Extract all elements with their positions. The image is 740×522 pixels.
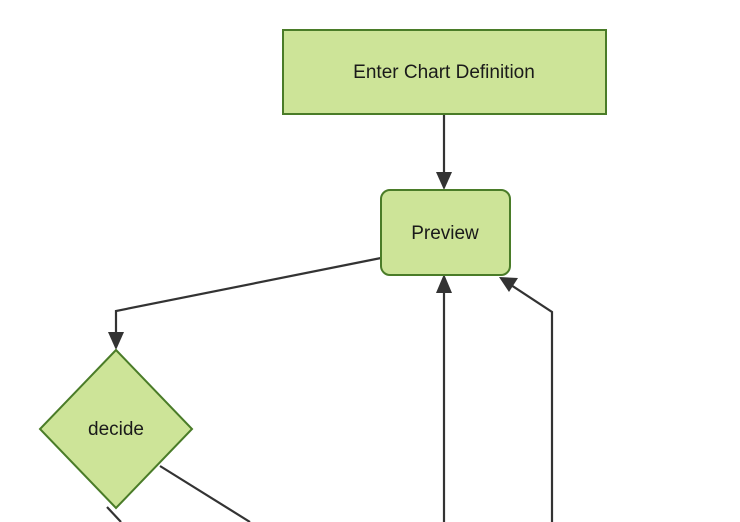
node-enter-chart-definition-shape: [282, 29, 607, 115]
node-enter-chart-definition-label: Enter Chart Definition: [353, 62, 535, 83]
edge-decide-to-bottom-right[interactable]: [159, 465, 251, 522]
edge-line: [114, 256, 382, 341]
arrow-head-icon: [108, 332, 124, 350]
edge-line: [507, 282, 554, 522]
node-decide[interactable]: decide: [38, 348, 194, 510]
node-layer: Enter Chart Definition Preview decide: [38, 29, 607, 510]
edge-decide-to-bottom-left[interactable]: [106, 506, 122, 522]
arrow-head-icon: [499, 277, 518, 292]
node-enter-chart-definition[interactable]: Enter Chart Definition: [282, 29, 607, 115]
arrow-head-icon: [436, 172, 452, 190]
edge-preview-to-decide[interactable]: [108, 256, 382, 350]
edge-enter-to-preview[interactable]: [436, 114, 452, 190]
edge-line: [106, 506, 122, 522]
edge-return-right-to-preview[interactable]: [499, 277, 554, 522]
edge-return-center-to-preview[interactable]: [436, 274, 452, 522]
node-decide-label: decide: [88, 419, 144, 440]
node-preview-shape: [380, 189, 511, 276]
arrow-head-icon: [436, 274, 452, 293]
node-preview-label: Preview: [411, 223, 479, 244]
edge-layer: [106, 114, 554, 522]
node-preview[interactable]: Preview: [380, 189, 511, 276]
node-decide-shape: [38, 348, 194, 510]
edge-line: [159, 465, 251, 522]
